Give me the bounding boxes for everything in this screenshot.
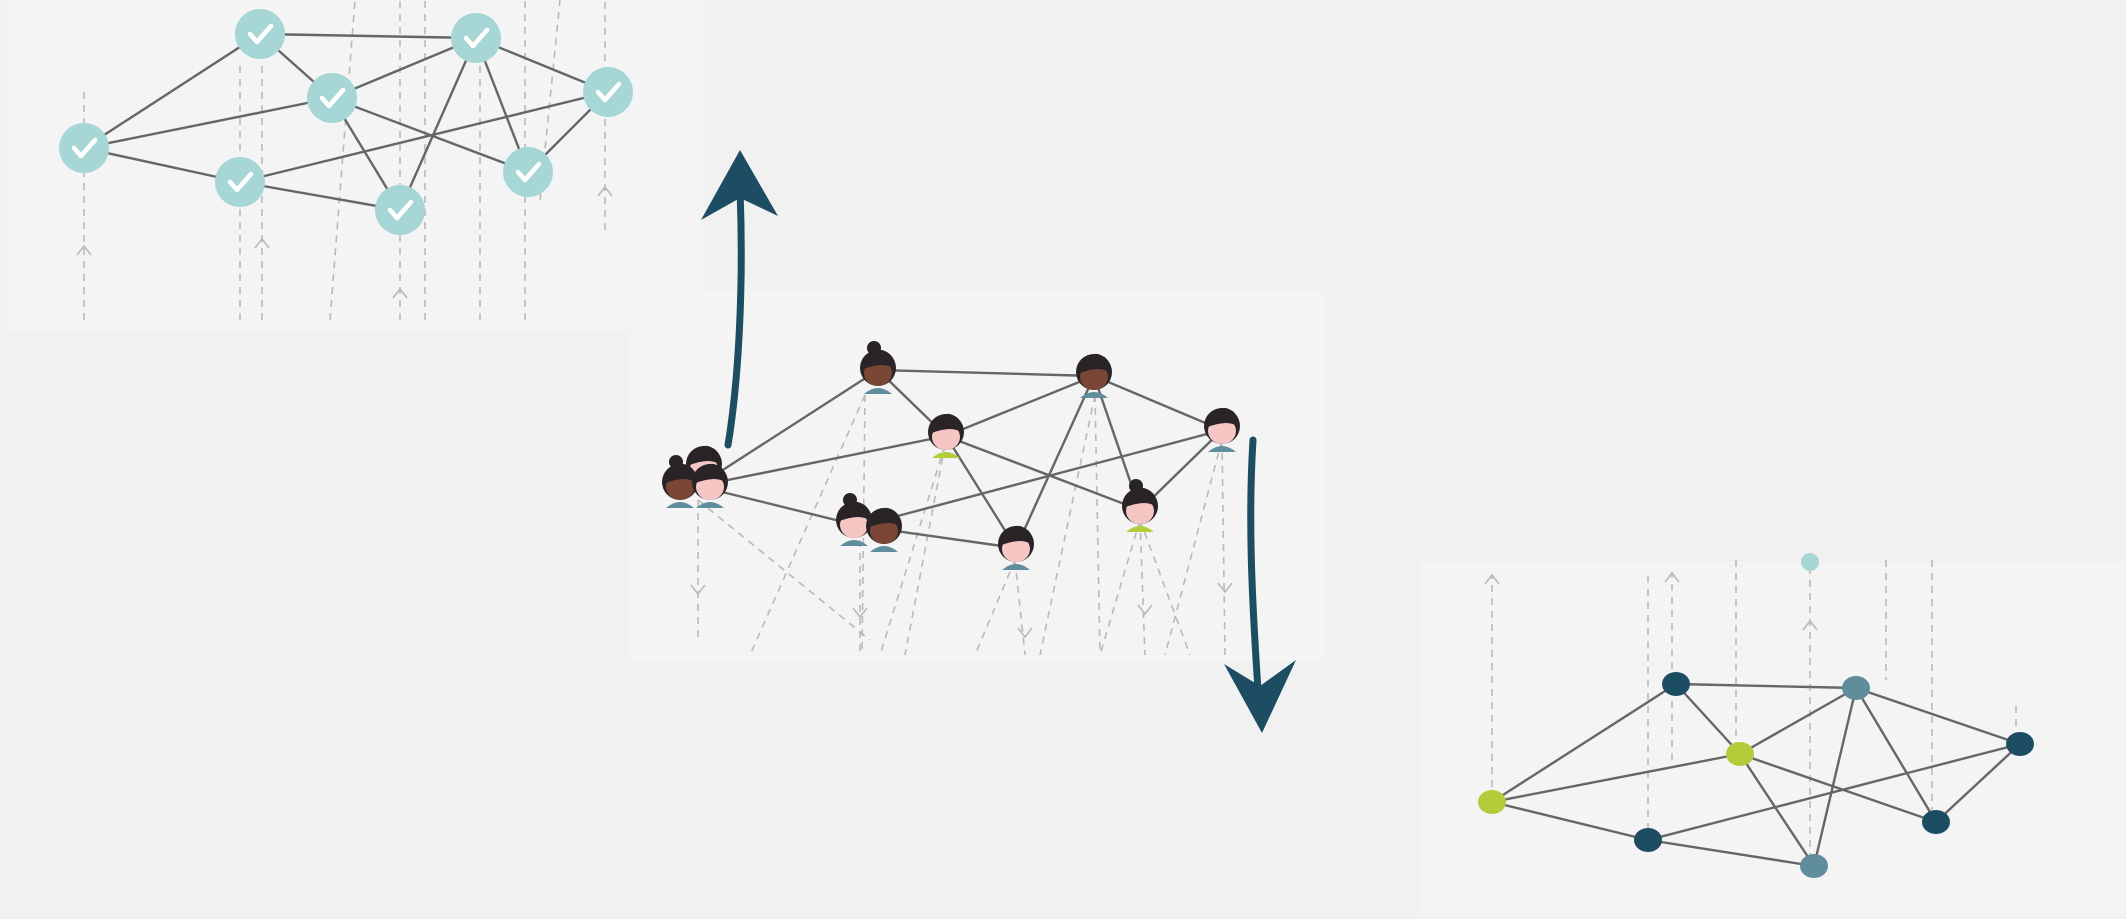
network-dot	[1634, 828, 1662, 852]
panel-verified	[8, 0, 704, 330]
network-dot	[1800, 854, 1828, 878]
people-dashes	[697, 394, 1226, 656]
check-node	[583, 67, 633, 117]
check-node	[307, 73, 357, 123]
verified-dash-arrowheads	[76, 185, 613, 299]
people-network	[662, 341, 1240, 656]
person-icon	[1122, 479, 1158, 532]
person-icon	[662, 455, 698, 508]
down-arrow	[1224, 436, 1296, 733]
data-dashes	[1491, 560, 2017, 860]
check-node	[215, 157, 265, 207]
check-node	[451, 13, 501, 63]
check-node	[59, 123, 109, 173]
check-node	[503, 147, 553, 197]
check-icon	[515, 161, 542, 183]
person-icon	[1204, 407, 1240, 452]
partial-node	[1801, 553, 1819, 571]
network-dot	[2006, 732, 2034, 756]
person-icon	[836, 493, 872, 546]
data-dash-arrowheads	[1484, 571, 1818, 631]
data-nodes	[1478, 672, 2034, 878]
network-dot	[1478, 790, 1506, 814]
person-icon	[860, 341, 896, 394]
check-icon	[71, 137, 98, 159]
data-edges	[1491, 682, 2021, 868]
person-icon	[998, 525, 1034, 570]
check-icon	[247, 23, 274, 45]
person-icon	[692, 463, 728, 508]
network-dot	[1842, 676, 1870, 700]
person-icon	[928, 413, 964, 458]
person-icon	[866, 507, 902, 552]
person-icon	[1076, 353, 1112, 398]
network-dot	[1662, 672, 1690, 696]
check-icon	[463, 27, 490, 49]
up-arrow	[701, 150, 778, 449]
check-icon	[595, 81, 622, 103]
people-nodes	[662, 341, 1240, 570]
check-node	[235, 9, 285, 59]
verified-nodes	[59, 9, 633, 235]
panel-people	[630, 290, 1326, 662]
check-node	[375, 185, 425, 235]
check-icon	[319, 87, 346, 109]
check-icon	[387, 199, 414, 221]
network-dot	[1726, 742, 1754, 766]
data-network	[1478, 553, 2034, 878]
verified-network	[59, 0, 633, 321]
network-dot	[1922, 810, 1950, 834]
people-dash-arrowheads	[690, 582, 1233, 639]
check-icon	[227, 171, 254, 193]
